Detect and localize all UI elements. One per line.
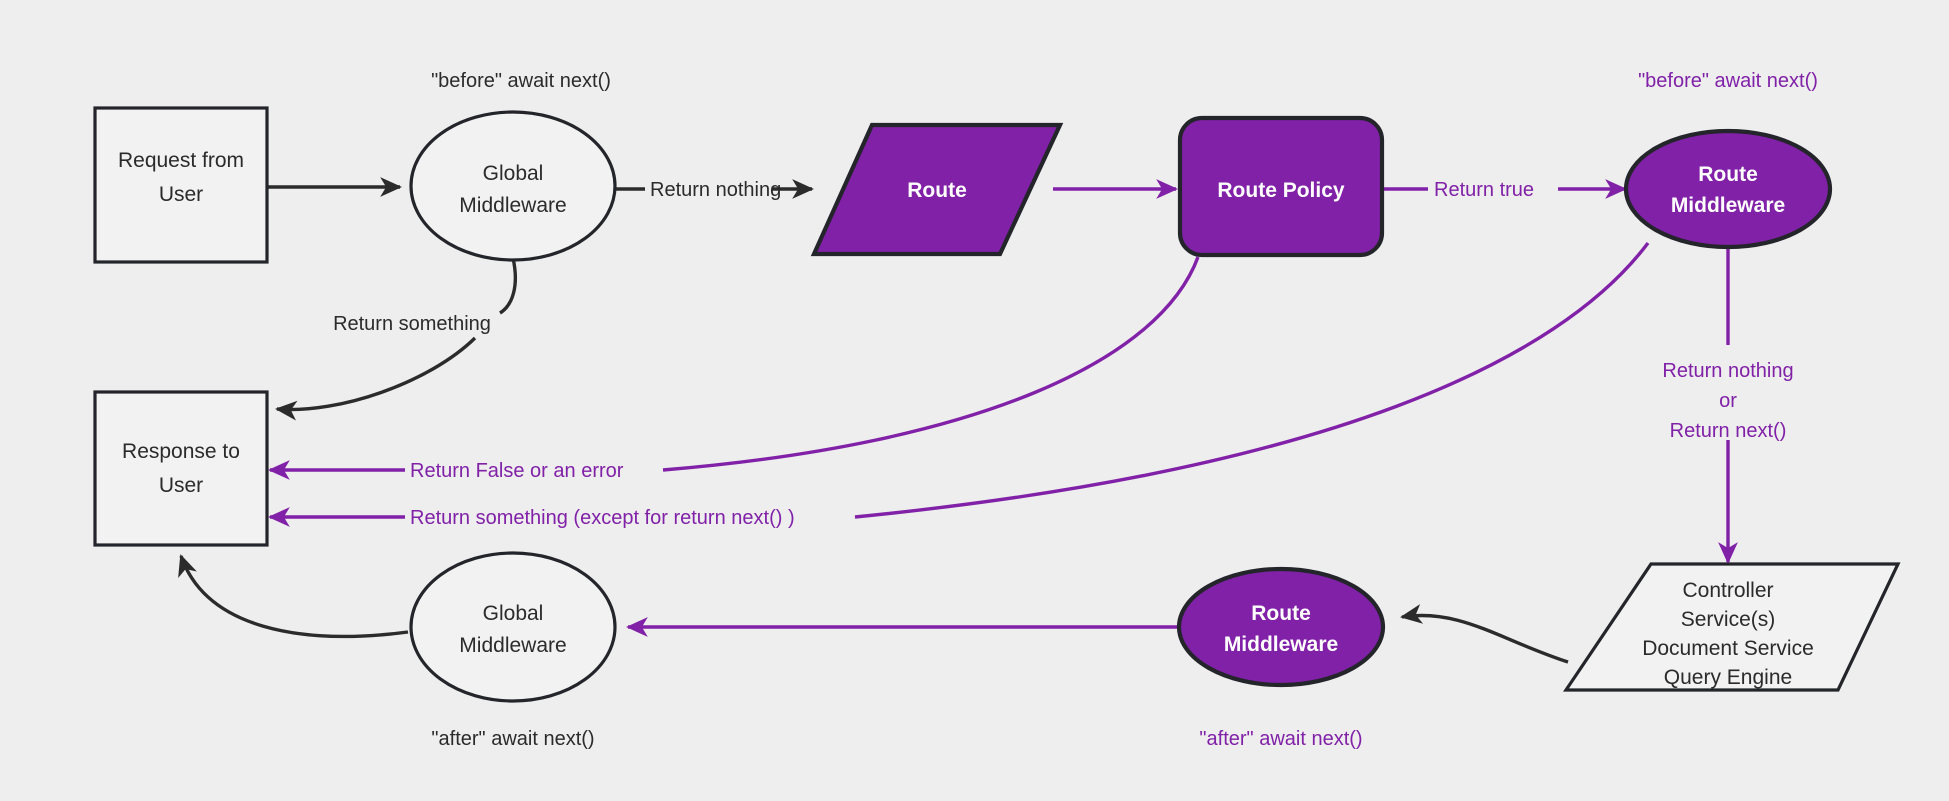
edge-label-return-true: Return true — [1434, 179, 1534, 201]
request-from-user-label-line2: User — [159, 183, 203, 206]
controller-label-line3: Document Service — [1642, 637, 1814, 660]
edge-policy-to-response: Return False or an error — [268, 256, 1200, 482]
node-response-to-user[interactable]: Response to User — [93, 390, 269, 547]
edge-global-to-route: Return nothing — [614, 179, 814, 201]
node-route-middleware-bottom[interactable]: Route Middleware — [1176, 566, 1386, 688]
controller-label-line4: Query Engine — [1664, 666, 1792, 689]
edge-route-middleware-to-response: Return something (except for return next… — [268, 241, 1650, 529]
route-middleware-bottom-label-line2: Middleware — [1224, 633, 1338, 656]
response-to-user-label-line2: User — [159, 474, 203, 497]
route-middleware-top-label-line2: Middleware — [1671, 194, 1785, 217]
global-middleware-bottom-label-line2: Middleware — [459, 634, 566, 657]
edge-label-return-something: Return something — [333, 313, 491, 335]
edge-label-return-nothing-line1: Return nothing — [1662, 360, 1793, 382]
edge-label-return-something-except: Return something (except for return next… — [410, 507, 795, 529]
controller-label-line1: Controller — [1682, 579, 1773, 602]
node-global-middleware-top[interactable]: Global Middleware — [409, 110, 617, 262]
route-middleware-bottom-label-line1: Route — [1251, 602, 1311, 625]
global-middleware-top-label-line2: Middleware — [459, 194, 566, 217]
edge-policy-to-route-middleware: Return true — [1384, 179, 1627, 201]
route-label: Route — [907, 179, 967, 202]
request-from-user-label-line1: Request from — [118, 149, 244, 172]
controller-label-line2: Service(s) — [1681, 608, 1776, 631]
edge-controller-to-route-middleware-bottom — [1400, 604, 1569, 664]
edge-label-return-false-or-error: Return False or an error — [410, 460, 624, 482]
global-middleware-bottom-label-line1: Global — [483, 602, 544, 625]
global-middleware-top-label-line1: Global — [483, 162, 544, 185]
node-route-policy[interactable]: Route Policy — [1177, 115, 1385, 258]
route-policy-label: Route Policy — [1217, 179, 1345, 202]
route-middleware-top-label-line1: Route — [1698, 163, 1758, 186]
annotation-before-await-next-route: "before" await next() — [1638, 70, 1818, 92]
edge-label-return-nothing-line3: Return next() — [1670, 420, 1787, 442]
edge-global-to-response: Return something — [275, 257, 518, 421]
edge-label-return-nothing-line2: or — [1719, 390, 1737, 412]
response-to-user-label-line1: Response to — [122, 440, 240, 463]
edge-label-return-nothing: Return nothing — [650, 179, 781, 201]
annotation-after-await-next-route: "after" await next() — [1199, 728, 1362, 750]
annotation-after-await-next-global: "after" await next() — [431, 728, 594, 750]
node-route-middleware-top[interactable]: Route Middleware — [1623, 128, 1833, 250]
annotation-before-await-next-global: "before" await next() — [431, 70, 611, 92]
edge-route-middleware-to-controller: Return nothing or Return next() — [1662, 247, 1794, 564]
node-request-from-user[interactable]: Request from User — [93, 106, 269, 264]
edge-global-bottom-to-response — [178, 554, 409, 639]
node-route[interactable]: Route — [810, 122, 1064, 257]
node-controller[interactable]: Controller Service(s) Document Service Q… — [1562, 562, 1901, 692]
node-global-middleware-bottom[interactable]: Global Middleware — [409, 551, 617, 703]
